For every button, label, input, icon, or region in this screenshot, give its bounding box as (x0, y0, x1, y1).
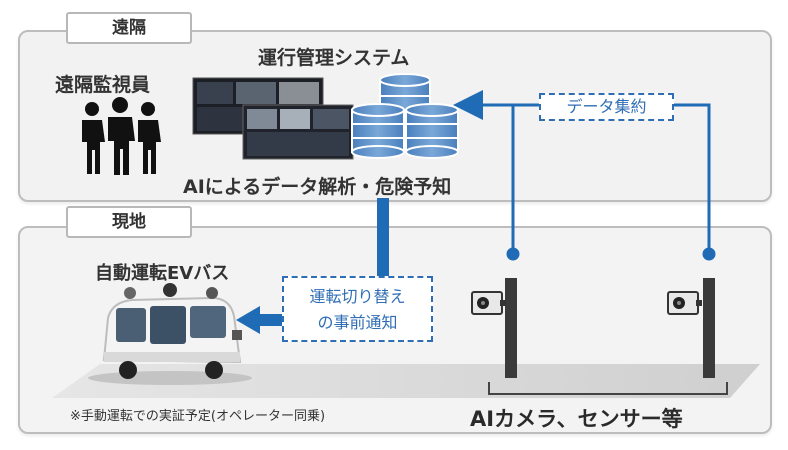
remote-observer-label: 遠隔監視員 (55, 74, 151, 96)
camera-sensor-label: AIカメラ、センサー等 (470, 407, 683, 431)
data-aggregation-connector (453, 90, 716, 261)
data-aggregation-callout: データ集約 (539, 93, 674, 121)
footnote: ※手動運転での実証予定(オペレーター同乗) (70, 409, 326, 424)
people-icon (82, 97, 161, 175)
switch-notice-line2: の事前通知 (317, 313, 398, 332)
switch-notice-line1: 運転切り替え (309, 287, 406, 306)
database-icon (351, 73, 459, 159)
ev-bus-icon (88, 283, 252, 385)
sensor-bracket (488, 382, 728, 395)
switch-notice-connector (236, 198, 389, 334)
monitor-screens-icon (192, 77, 354, 160)
remote-tab: 遠隔 (66, 12, 192, 44)
ev-bus-label: 自動運転EVバス (95, 263, 230, 284)
ground-platform (52, 364, 760, 398)
ai-analysis-label: AIによるデータ解析・危険予知 (183, 176, 452, 198)
switch-notice-callout: 運転切り替え の事前通知 (282, 276, 433, 342)
site-tab: 現地 (66, 206, 192, 238)
camera-icon (471, 291, 702, 315)
pole-icon (505, 278, 715, 378)
system-title: 運行管理システム (258, 47, 410, 69)
